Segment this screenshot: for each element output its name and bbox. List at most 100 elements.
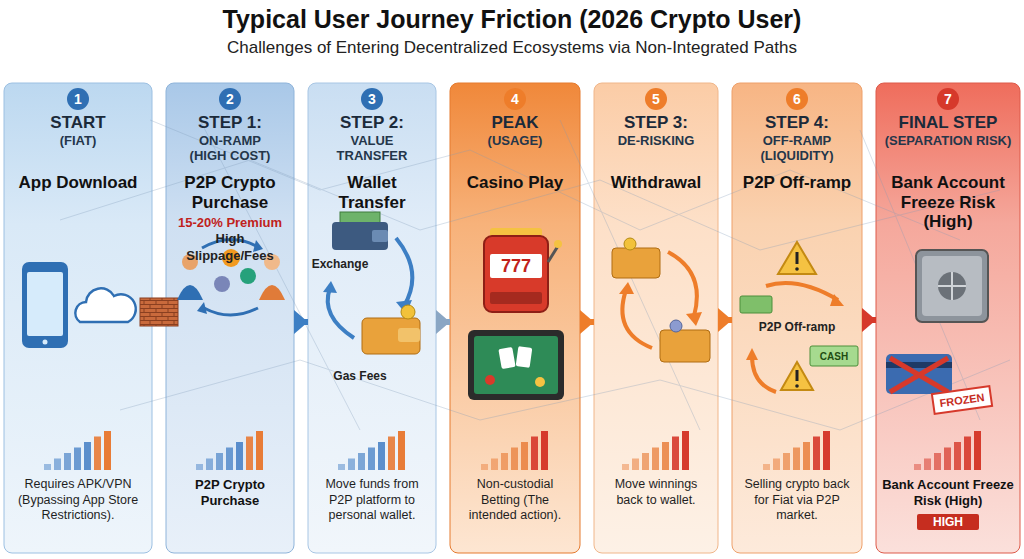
bank-vault bbox=[938, 272, 966, 300]
step-title: Withdrawal bbox=[600, 173, 712, 193]
offramp-icons bbox=[781, 362, 813, 390]
signal-bar bbox=[378, 442, 385, 470]
slot-machine bbox=[554, 240, 562, 248]
signal-bar bbox=[622, 464, 629, 470]
signal-bar bbox=[358, 453, 365, 470]
step-title: Bank Account Freeze Risk (High) bbox=[882, 173, 1014, 232]
panel-backgrounds bbox=[450, 83, 580, 553]
withdrawal-wallets bbox=[624, 238, 636, 250]
signal-bar bbox=[226, 448, 233, 471]
step-heading: PEAK bbox=[456, 113, 574, 133]
signal-bar bbox=[398, 431, 405, 470]
step-description: P2P Crypto Purchase bbox=[172, 477, 288, 510]
cloud-icon bbox=[75, 288, 135, 322]
signal-bar bbox=[763, 464, 770, 470]
offramp-icons bbox=[746, 348, 758, 360]
frozen-card bbox=[886, 354, 992, 414]
signal-bar bbox=[236, 442, 243, 470]
wallet-transfer-icons bbox=[332, 222, 388, 250]
brick-wall bbox=[140, 298, 178, 326]
flow-arrow bbox=[862, 317, 876, 323]
step-title: App Download bbox=[10, 173, 146, 193]
p2p-traders bbox=[240, 268, 256, 284]
bank-vault bbox=[938, 272, 966, 300]
card-table-tablet bbox=[498, 347, 515, 369]
illustration-label: 777 bbox=[501, 256, 531, 277]
signal-bar bbox=[531, 437, 538, 471]
panel-backgrounds bbox=[166, 83, 294, 553]
phone-icon bbox=[22, 262, 68, 348]
withdrawal-wallets bbox=[619, 282, 634, 294]
signal-bar bbox=[934, 453, 941, 470]
p2p-traders bbox=[177, 285, 203, 300]
step-subheading: (LIQUIDITY) bbox=[738, 148, 856, 164]
withdrawal-wallets bbox=[668, 252, 697, 316]
signal-bar bbox=[216, 453, 223, 470]
wallet-transfer-icons bbox=[323, 281, 337, 293]
step-description: Move winnings back to wallet. bbox=[600, 477, 712, 508]
withdrawal-wallets bbox=[612, 248, 660, 278]
step-heading: STEP 3: bbox=[600, 113, 712, 133]
step-number: 1 bbox=[67, 88, 89, 110]
withdrawal-wallets bbox=[686, 312, 702, 326]
panel-backgrounds bbox=[4, 83, 152, 553]
card-table-tablet bbox=[468, 330, 564, 400]
withdrawal-wallets bbox=[660, 330, 710, 362]
signal-bar bbox=[944, 448, 951, 471]
network-lines bbox=[200, 120, 980, 430]
step-subheading: OFF-RAMP bbox=[738, 133, 856, 149]
signal-bar bbox=[964, 437, 971, 471]
signal-bar bbox=[793, 448, 800, 471]
signal-bar bbox=[388, 437, 395, 471]
step-number: 6 bbox=[786, 88, 808, 110]
flow-arrow bbox=[294, 319, 308, 325]
step-heading: STEP 1: bbox=[172, 113, 288, 133]
wallet-transfer-icons bbox=[362, 318, 420, 354]
step-heading: STEP 2: bbox=[314, 113, 430, 133]
step-number: 7 bbox=[937, 88, 959, 110]
phone-icon bbox=[27, 272, 63, 336]
card-table-tablet bbox=[474, 336, 558, 394]
signal-bar bbox=[783, 453, 790, 470]
signal-bar bbox=[652, 448, 659, 471]
signal-bar bbox=[196, 464, 203, 470]
signal-bar bbox=[338, 464, 345, 470]
offramp-icons bbox=[752, 356, 776, 392]
signal-bar bbox=[924, 459, 931, 471]
frozen-card bbox=[932, 386, 992, 414]
step-subheading: (FIAT) bbox=[10, 133, 146, 149]
withdrawal-wallets bbox=[612, 238, 710, 362]
withdrawal-wallets bbox=[670, 320, 682, 332]
offramp-icons bbox=[810, 346, 858, 366]
signal-bar bbox=[682, 431, 689, 470]
panel-backgrounds bbox=[876, 83, 1020, 553]
signal-bar bbox=[94, 437, 101, 471]
step-subheading: VALUE TRANSFER bbox=[314, 133, 430, 164]
signal-bar bbox=[672, 437, 679, 471]
card-table-tablet bbox=[516, 346, 533, 368]
step-panel: 6STEP 4:OFF-RAMP(LIQUIDITY)P2P Off-rampS… bbox=[732, 83, 862, 553]
panel-backgrounds bbox=[594, 83, 718, 553]
network-lines bbox=[120, 360, 1010, 430]
bank-vault bbox=[916, 250, 988, 322]
diagram-title: Typical User Journey Friction (2026 Cryp… bbox=[0, 5, 1024, 34]
step-subheading: DE-RISKING bbox=[600, 133, 712, 149]
diagram-subtitle: Challenges of Entering Decentralized Eco… bbox=[0, 38, 1024, 58]
flow-arrow bbox=[580, 319, 594, 325]
signal-bar bbox=[246, 437, 253, 471]
signal-bars bbox=[44, 431, 981, 470]
flow-arrow bbox=[718, 317, 732, 323]
step-description: Selling crypto back for Fiat via P2P mar… bbox=[738, 477, 856, 524]
wallet-transfer-icons bbox=[398, 328, 420, 342]
signal-bar bbox=[368, 448, 375, 471]
signal-bar bbox=[642, 453, 649, 470]
signal-bar bbox=[954, 442, 961, 470]
slot-machine bbox=[484, 228, 562, 312]
panel-backgrounds bbox=[732, 83, 862, 553]
illustration-label: P2P Off-ramp bbox=[759, 320, 835, 334]
step-panel: 7FINAL STEP(SEPARATION RISK)Bank Account… bbox=[876, 83, 1020, 553]
wallet-transfer-icons bbox=[328, 288, 354, 338]
offramp-icons bbox=[796, 252, 799, 264]
step-number: 4 bbox=[504, 88, 526, 110]
